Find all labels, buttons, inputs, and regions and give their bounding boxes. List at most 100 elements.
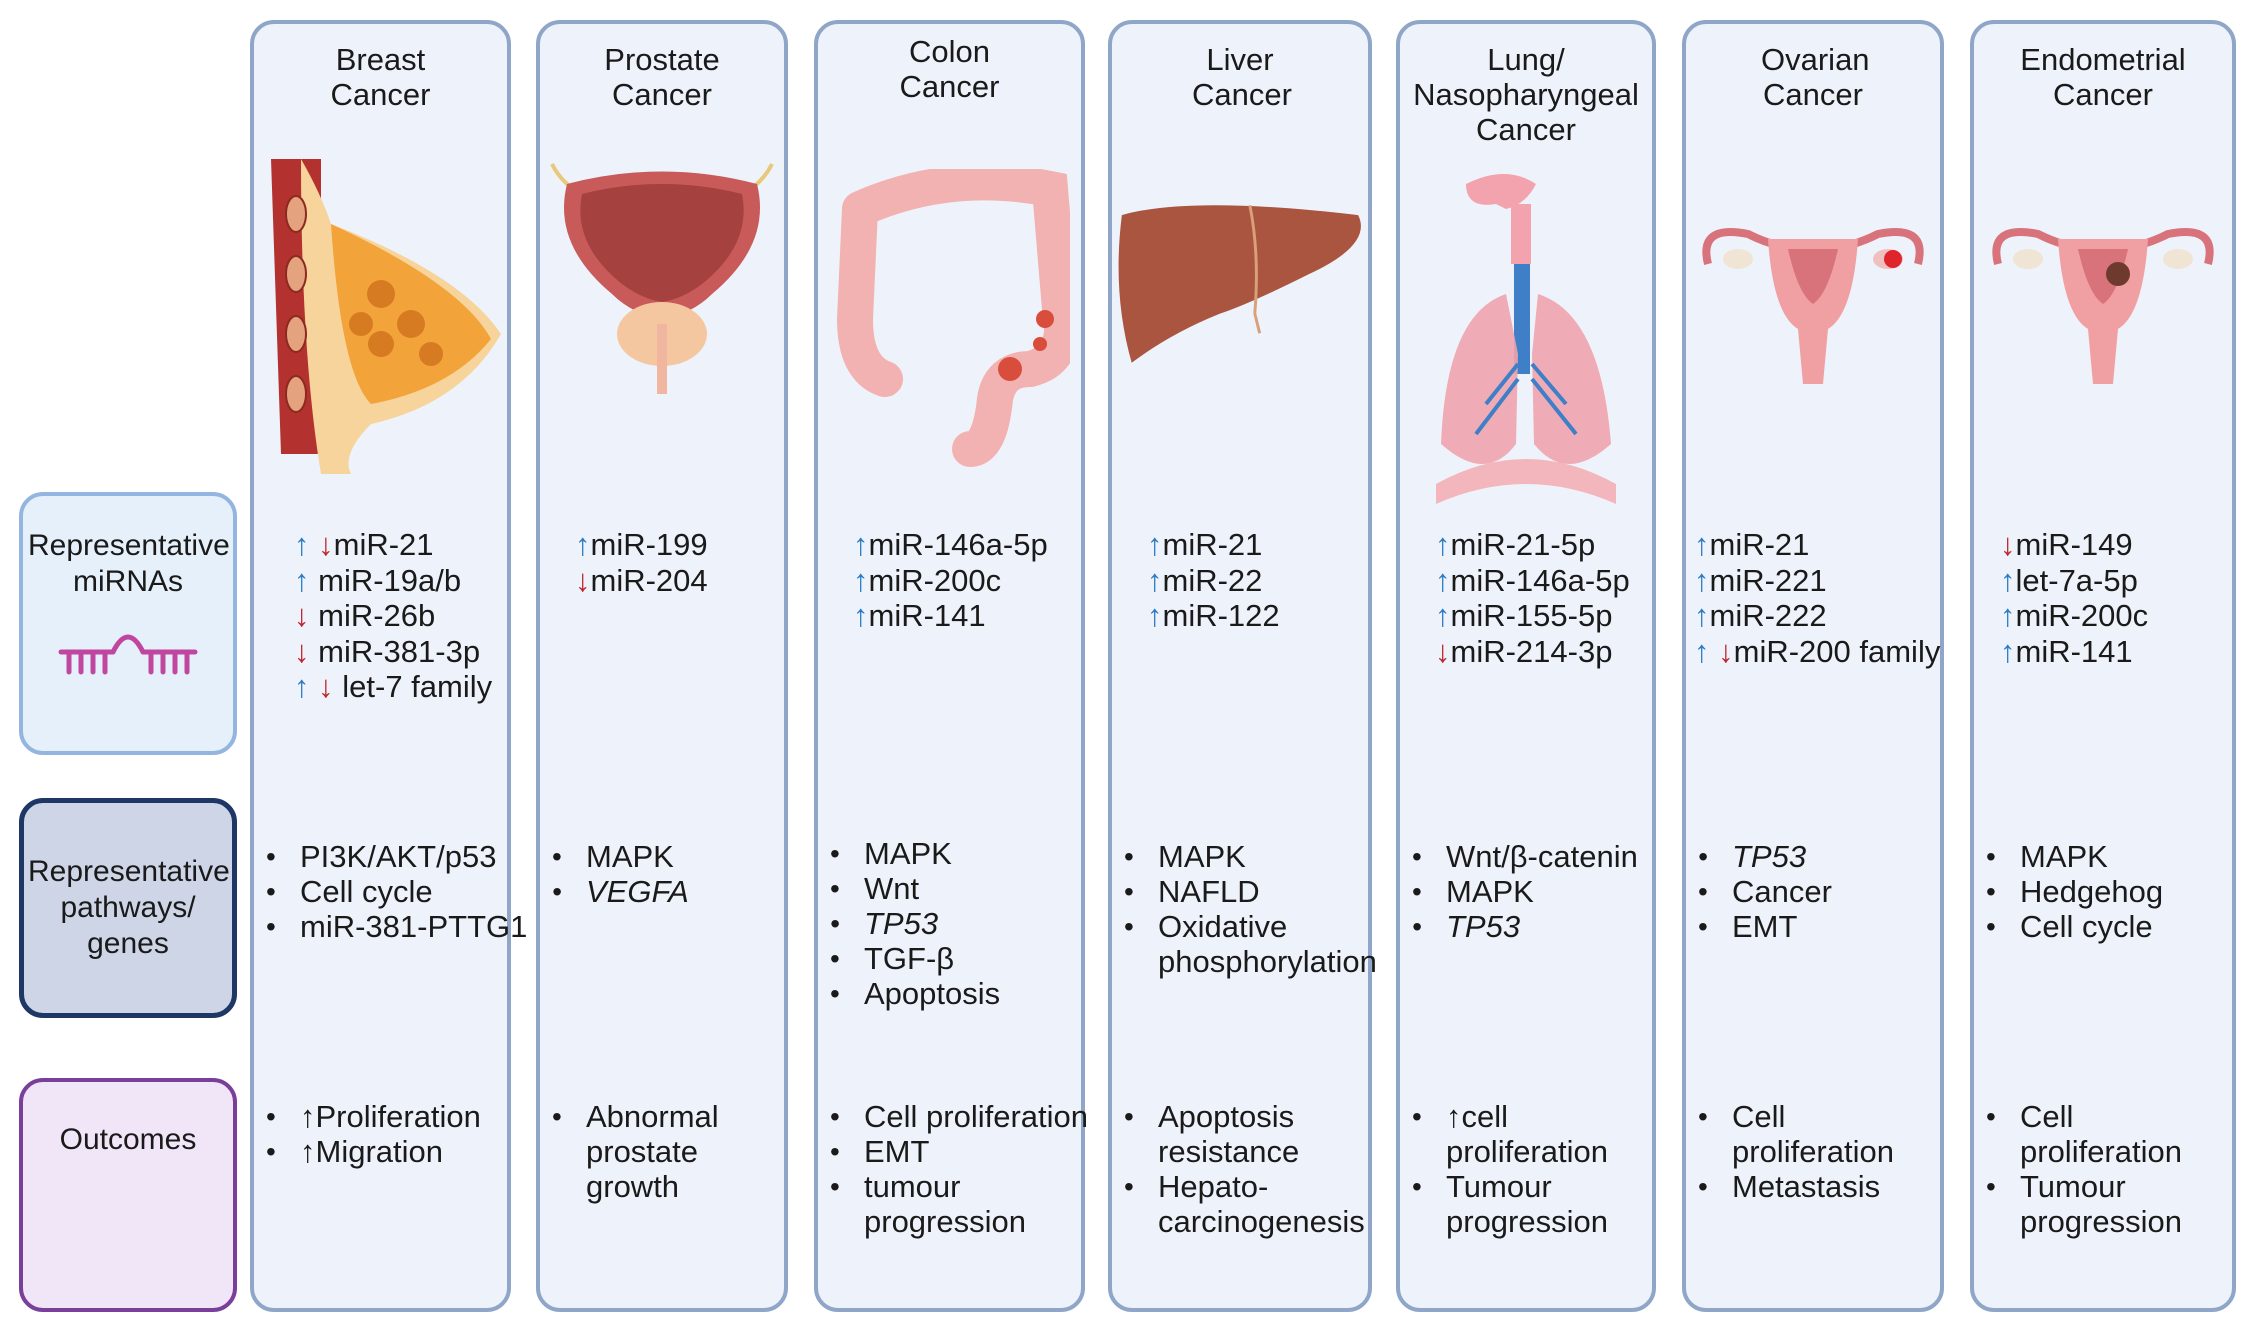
- pathway-item: NAFLD: [1120, 874, 1370, 909]
- mirna-item: ↓ miR-381-3p: [294, 634, 492, 670]
- breast-icon: [270, 159, 501, 474]
- mirna-name: miR-221: [1709, 562, 1827, 598]
- pathway-list: MAPK Hedgehog Cell cycle: [1982, 839, 2163, 944]
- mirna-name: miR-381-3p: [318, 633, 481, 669]
- mirna-item: ↑miR-155-5p: [1435, 598, 1630, 634]
- mirna-item: ↑miR-146a-5p: [853, 527, 1048, 563]
- mirna-item: ↓ miR-26b: [294, 598, 492, 634]
- mirna-item: ↑miR-21-5p: [1435, 527, 1630, 563]
- mirna-item: ↑miR-200c: [2000, 598, 2148, 634]
- mirna-name: let-7a-5p: [2015, 562, 2138, 598]
- pathway-list: MAPK Wnt TP53 TGF-β Apoptosis: [826, 836, 1000, 1011]
- mirna-name: miR-22: [1162, 562, 1263, 598]
- outcome-item: Abnormal prostate growth: [548, 1099, 788, 1204]
- outcome-item: Hepato- carcinogenesis: [1120, 1169, 1365, 1239]
- pathway-item: Cancer: [1694, 874, 1832, 909]
- mirna-item: ↓miR-204: [575, 563, 708, 599]
- mirna-name: miR-149: [2015, 527, 2133, 562]
- mirna-name: miR-214-3p: [1450, 633, 1613, 669]
- outcome-list: ↑Proliferation ↑Migration: [262, 1099, 481, 1169]
- outcome-list: Cell proliferation Tumour progression: [1982, 1099, 2202, 1239]
- up-arrow-icon: ↑: [1694, 562, 1710, 598]
- row-label-pathways-text: Representative pathways/ genes: [28, 855, 230, 960]
- pathway-item: Hedgehog: [1982, 874, 2163, 909]
- pathway-item: TP53: [1694, 839, 1832, 874]
- mirna-item: ↑ ↓miR-200 family: [1694, 634, 1940, 670]
- pathway-item: TGF-β: [826, 941, 1000, 976]
- pathway-item: PI3K/AKT/p53: [262, 839, 527, 874]
- prostate-illustration: [540, 154, 784, 494]
- lung-illustration: [1400, 164, 1652, 504]
- mirna-name: miR-21: [1162, 527, 1263, 562]
- mirna-name: miR-222: [1709, 598, 1827, 633]
- row-label-outcomes-text: Outcomes: [59, 1123, 197, 1156]
- colon-icon: [836, 169, 1070, 467]
- breast-illustration: [254, 154, 507, 494]
- mirna-item: ↑miR-222: [1694, 598, 1940, 634]
- mirna-item: ↑miR-200c: [853, 563, 1048, 599]
- row-label-mirnas: Representative miRNAs: [19, 492, 237, 755]
- up-arrow-icon: ↑: [2000, 562, 2016, 598]
- mirna-item: ↑miR-22: [1147, 563, 1280, 599]
- pathway-item: MAPK: [1408, 874, 1638, 909]
- mirna-list: ↑miR-21 ↑miR-221 ↑miR-222 ↑ ↓miR-200 fam…: [1694, 527, 1940, 669]
- up-arrow-icon: ↑: [1694, 633, 1710, 669]
- pathway-item: miR-381-PTTG1: [262, 909, 527, 944]
- up-arrow-icon: ↑: [1435, 527, 1451, 562]
- down-arrow-icon: ↓: [1435, 633, 1451, 669]
- mirna-icon: [58, 634, 198, 675]
- pathway-item: TP53: [1408, 909, 1638, 944]
- outcome-list: Abnormal prostate growth: [548, 1099, 788, 1204]
- outcome-item: Cell proliferation: [1694, 1099, 1914, 1169]
- pathway-item: TP53: [826, 906, 1000, 941]
- mirna-name: miR-204: [590, 562, 708, 598]
- outcome-item: ↑cell proliferation: [1408, 1099, 1638, 1169]
- mirna-list: ↑ ↓miR-21 ↑ miR-19a/b ↓ miR-26b ↓ miR-38…: [294, 527, 492, 705]
- row-label-pathways: Representative pathways/ genes: [19, 798, 237, 1018]
- outcome-item: ↑Proliferation: [262, 1099, 481, 1134]
- up-arrow-icon: ↑: [1147, 562, 1163, 598]
- mirna-name: miR-19a/b: [318, 562, 462, 598]
- down-arrow-icon: ↓: [318, 527, 334, 562]
- up-arrow-icon: ↑: [1435, 562, 1451, 598]
- column-prostate: Prostate Cancer ↑miR-199 ↓miR-204 MAPK V…: [536, 20, 788, 1312]
- mirna-list: ↓miR-149 ↑let-7a-5p ↑miR-200c ↑miR-141: [2000, 527, 2148, 669]
- pathway-item: Cell cycle: [1982, 909, 2163, 944]
- pathway-list: PI3K/AKT/p53 Cell cycle miR-381-PTTG1: [262, 839, 527, 944]
- mirna-name: miR-146a-5p: [868, 527, 1048, 562]
- up-arrow-icon: ↑: [853, 527, 869, 562]
- row-label-outcomes: Outcomes: [19, 1078, 237, 1312]
- down-arrow-icon: ↓: [1718, 633, 1734, 669]
- mirna-name: miR-200 family: [1733, 633, 1941, 669]
- up-arrow-icon: ↑: [2000, 598, 2016, 633]
- mirna-name: miR-200c: [868, 562, 1002, 598]
- mirna-name: miR-146a-5p: [1450, 562, 1630, 598]
- column-lung: Lung/ Nasopharyngeal Cancer ↑miR-21-5p ↑…: [1396, 20, 1656, 1312]
- outcome-item: Cell proliferation: [826, 1099, 1088, 1134]
- down-arrow-icon: ↓: [294, 633, 310, 669]
- outcome-list: Cell proliferation EMT tumour progressio…: [826, 1099, 1088, 1239]
- mirna-list: ↑miR-146a-5p ↑miR-200c ↑miR-141: [853, 527, 1048, 634]
- outcome-item: Metastasis: [1694, 1169, 1914, 1204]
- outcome-item: ↑Migration: [262, 1134, 481, 1169]
- down-arrow-icon: ↓: [575, 562, 591, 598]
- mirna-name: miR-26b: [318, 598, 436, 633]
- column-breast: Breast Cancer ↑ ↓miR-21 ↑ miR-19a/b ↓ mi…: [250, 20, 527, 1312]
- pathway-item: Wnt/β-catenin: [1408, 839, 1638, 874]
- mirna-name: miR-122: [1162, 598, 1280, 633]
- mirna-item: ↑miR-21: [1147, 527, 1280, 563]
- column-liver: Liver Cancer ↑miR-21 ↑miR-22 ↑miR-122 MA…: [1108, 20, 1377, 1312]
- mirna-name: miR-21: [333, 527, 434, 562]
- column-title: Lung/ Nasopharyngeal Cancer: [1413, 42, 1639, 147]
- mirna-item: ↑ ↓miR-21: [294, 527, 492, 563]
- mirna-name: miR-21: [1709, 527, 1810, 562]
- column-title: Ovarian Cancer: [1761, 42, 1870, 112]
- liver-icon: [1118, 204, 1361, 363]
- colon-illustration: [818, 169, 1081, 509]
- outcome-item: Cell proliferation: [1982, 1099, 2202, 1169]
- uterus-icon: [1992, 228, 2214, 384]
- pathway-item: Cell cycle: [262, 874, 527, 909]
- up-arrow-icon: ↑: [1435, 598, 1451, 633]
- mirna-item: ↑ ↓ let-7 family: [294, 669, 492, 705]
- up-arrow-icon: ↑: [575, 527, 591, 562]
